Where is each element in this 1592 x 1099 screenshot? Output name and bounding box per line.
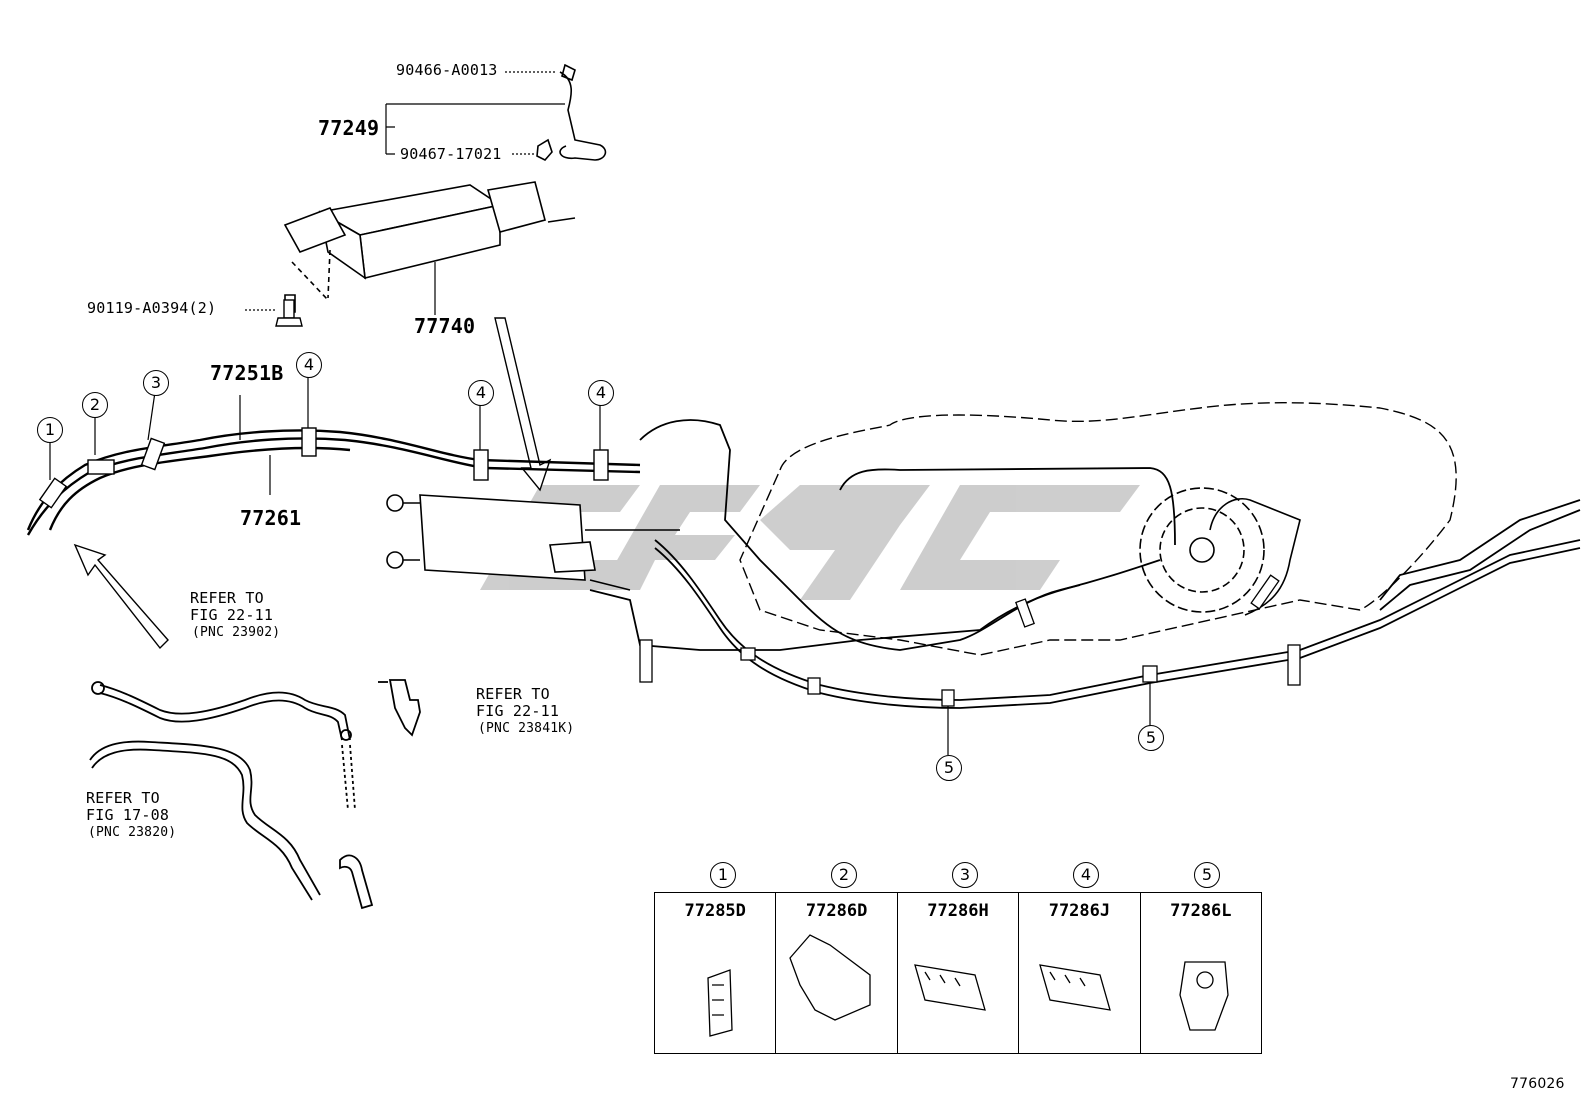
legend-cell-5: 77286L [1141, 893, 1261, 1053]
callout-2: 2 [82, 392, 108, 418]
part-90466-A0013: 90466-A0013 [396, 61, 498, 79]
ref-note-1-line3: (PNC 23902) [192, 625, 281, 640]
fuel-lines [589, 419, 1581, 709]
bolt-icon [275, 299, 303, 327]
hose-77249 [536, 63, 607, 161]
legend-cell-3: 77286H [898, 893, 1020, 1053]
legend-part-77286J: 77286J [1048, 901, 1111, 921]
ref-note-1-line1: REFER TO [190, 589, 264, 607]
part-77740: 77740 [414, 314, 476, 338]
ref-note-2-line2: FIG 22-11 [476, 702, 560, 720]
callout-4: 4 [588, 380, 614, 406]
ref-note-3-line2: FIG 17-08 [86, 806, 170, 824]
callout-1: 1 [37, 417, 63, 443]
callout-5: 5 [1138, 725, 1164, 751]
callout-4: 4 [296, 352, 322, 378]
legend-callout-5: 5 [1194, 862, 1220, 888]
line-clamps [639, 574, 1301, 707]
legend-cell-4: 77286J [1019, 893, 1141, 1053]
canister-lower [386, 494, 680, 591]
ref-note-2-line3: (PNC 23841K) [478, 721, 575, 736]
legend-callout-2: 2 [831, 862, 857, 888]
tube-bundle [26, 429, 641, 536]
legend-icons [707, 934, 1229, 1037]
callout-5: 5 [936, 755, 962, 781]
legend-callout-4: 4 [1073, 862, 1099, 888]
clamp-legend-table: 77285D 77286D 77286H 77286J 77286L [654, 892, 1262, 1054]
legend-part-77286L: 77286L [1170, 901, 1232, 921]
legend-part-77286H: 77286H [927, 901, 989, 921]
legend-cell-1: 77285D [655, 893, 777, 1053]
legend-cell-2: 77286D [776, 893, 898, 1053]
canister-77740 [283, 181, 576, 313]
figure-number: 776026 [1510, 1076, 1565, 1092]
part-77261: 77261 [240, 506, 302, 530]
leader-lines [49, 71, 1151, 755]
ref-note-3-line1: REFER TO [86, 789, 160, 807]
legend-part-77286D: 77286D [805, 901, 868, 921]
bundle-clamps [38, 427, 609, 509]
ref-note-1-line2: FIG 22-11 [190, 606, 274, 624]
part-77249: 77249 [318, 116, 380, 140]
part-77251B: 77251B [210, 361, 284, 385]
referenced-hoses [89, 679, 421, 910]
fuel-pump-unit [1139, 487, 1301, 616]
part-90467-17021: 90467-17021 [400, 145, 502, 163]
callout-3: 3 [143, 370, 169, 396]
callout-4: 4 [468, 380, 494, 406]
legend-callout-1: 1 [710, 862, 736, 888]
legend-callout-3: 3 [952, 862, 978, 888]
part-90119-A0394: 90119-A0394(2) [87, 299, 217, 317]
ref-note-3-line3: (PNC 23820) [88, 825, 177, 840]
ref-note-2-line1: REFER TO [476, 685, 550, 703]
fuel-tank-outline [739, 402, 1457, 656]
legend-part-77285D: 77285D [684, 901, 746, 921]
